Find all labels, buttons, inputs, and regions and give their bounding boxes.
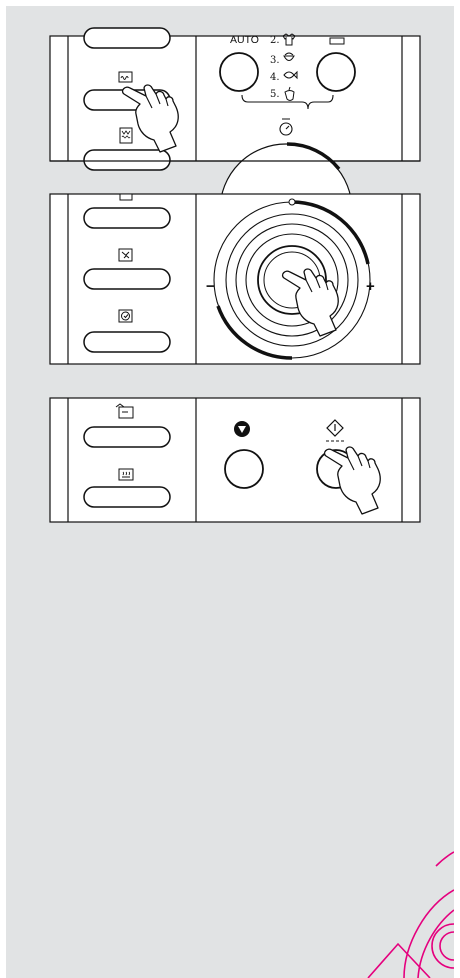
program-button-top[interactable]: [84, 28, 170, 48]
auto-button-right[interactable]: [317, 53, 355, 91]
grill-combo-button[interactable]: [84, 208, 170, 228]
stop-icon: [234, 421, 250, 437]
panel-2: − +: [50, 194, 420, 364]
manual-illustrations: AUTO 2. 3. 4. 5.: [6, 6, 454, 978]
auto-button[interactable]: [220, 53, 258, 91]
grill-combo-button[interactable]: [84, 150, 170, 170]
program-number-4: 4.: [270, 72, 280, 83]
clock-icon: [119, 310, 132, 322]
convection-button[interactable]: [84, 427, 170, 447]
program-number-3: 3.: [270, 55, 280, 66]
warm-icon: [119, 469, 133, 480]
stop-button[interactable]: [225, 450, 263, 488]
grill-combo-icon: [120, 128, 132, 143]
microwave-icon: [119, 72, 132, 82]
panel-3: [50, 398, 420, 522]
expand-icon: [330, 38, 344, 44]
manual-page: AUTO 2. 3. 4. 5.: [6, 6, 454, 978]
grill-combo-icon: [120, 194, 132, 200]
auto-label: AUTO: [230, 34, 259, 46]
warm-button[interactable]: [84, 487, 170, 507]
defrost-button[interactable]: [84, 269, 170, 289]
brand-logo-fragment: [368, 852, 454, 978]
minus-label: −: [206, 278, 215, 295]
defrost-icon: [119, 249, 132, 261]
program-number-2: 2.: [270, 35, 280, 46]
program-number-5: 5.: [270, 89, 280, 100]
plus-label: +: [366, 278, 375, 295]
clock-button[interactable]: [84, 332, 170, 352]
